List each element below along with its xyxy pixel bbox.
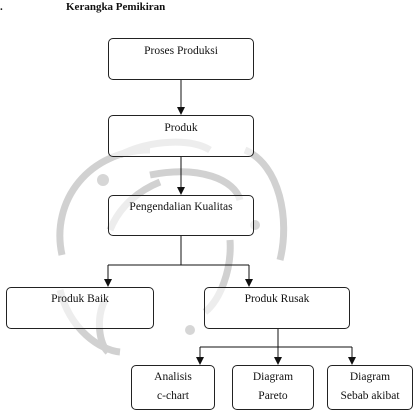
section-title: Kerangka Pemikiran (66, 1, 166, 13)
node-label-line2: Pareto (258, 390, 288, 402)
node-diagram-pareto: Diagram Pareto (232, 365, 314, 410)
node-label: Produk Baik (51, 293, 109, 305)
section-number: . (0, 1, 3, 13)
node-label-line1: Analisis (154, 371, 192, 383)
node-pengendalian-kualitas: Pengendalian Kualitas (108, 195, 254, 236)
node-label: Proses Produksi (144, 45, 218, 57)
node-produk: Produk (108, 115, 254, 157)
node-produk-baik: Produk Baik (6, 287, 154, 329)
node-proses-produksi: Proses Produksi (108, 38, 254, 80)
node-diagram-sebab-akibat: Diagram Sebab akibat (327, 365, 413, 410)
node-produk-rusak: Produk Rusak (204, 287, 350, 329)
node-analisis-c-chart: Analisis c-chart (131, 365, 215, 410)
node-label: Produk Rusak (244, 293, 310, 305)
node-label: Produk (164, 122, 198, 134)
node-label-line1: Diagram (252, 371, 294, 383)
node-label-line2: Sebab akibat (340, 390, 400, 402)
node-label-line1: Diagram (349, 371, 391, 383)
node-label-line2: c-chart (157, 390, 189, 402)
node-label: Pengendalian Kualitas (129, 201, 233, 213)
